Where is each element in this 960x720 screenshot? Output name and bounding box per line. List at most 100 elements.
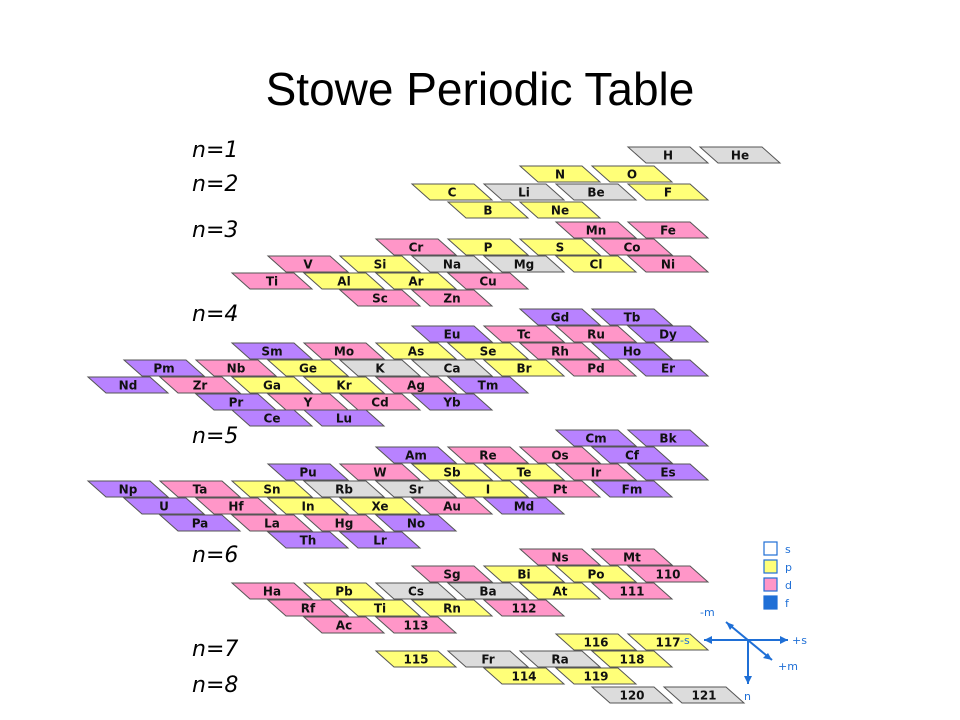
shell-label: n=5 — [192, 424, 238, 449]
element-cell: Ac — [302, 616, 386, 634]
element-cell-shape — [86, 480, 170, 498]
element-cell-shape — [230, 272, 314, 290]
element-symbol: Ne — [551, 204, 569, 218]
element-symbol: 110 — [655, 568, 680, 582]
element-symbol: Ta — [193, 483, 208, 497]
element-cell-shape — [338, 497, 422, 515]
element-symbol: Mg — [514, 258, 535, 272]
element-symbol: Zr — [193, 379, 208, 393]
element-cell: Ba — [446, 582, 530, 600]
element-cell-shape — [410, 497, 494, 515]
element-cell: Hf — [194, 497, 278, 515]
element-cell-shape — [518, 480, 602, 498]
element-cell: Pm — [122, 359, 206, 377]
element-cell: Sm — [230, 342, 314, 360]
element-cell: 118 — [590, 650, 674, 668]
element-cell: Re — [446, 446, 530, 464]
element-cell: 113 — [374, 616, 458, 634]
element-symbol: K — [375, 362, 385, 376]
element-cell: Np — [86, 480, 170, 498]
element-cell-shape — [482, 599, 566, 617]
element-cell: Ni — [626, 255, 710, 273]
element-cell: Ne — [518, 201, 602, 219]
element-cell-shape — [518, 548, 602, 566]
shell-label: n=4 — [192, 302, 238, 327]
element-cell: F — [626, 183, 710, 201]
element-cell-shape — [590, 548, 674, 566]
element-cell: Tm — [446, 376, 530, 394]
element-cell-shape — [266, 599, 350, 617]
element-cell: Tb — [590, 308, 674, 326]
element-symbol: Cr — [409, 241, 424, 255]
element-cell: Os — [518, 446, 602, 464]
element-cell-shape — [410, 359, 494, 377]
element-symbol: Co — [623, 241, 640, 255]
element-symbol: Pr — [229, 396, 244, 410]
element-cell-shape — [446, 201, 530, 219]
element-symbol: Pt — [553, 483, 568, 497]
element-cell-shape — [410, 393, 494, 411]
element-cell: Pr — [194, 393, 278, 411]
element-symbol: He — [731, 149, 749, 163]
element-cell: Ti — [230, 272, 314, 290]
element-cell: B — [446, 201, 530, 219]
element-cell: Pu — [266, 463, 350, 481]
arrow-minus-s — [704, 636, 712, 644]
element-cell-shape — [338, 289, 422, 307]
element-cell: Cl — [554, 255, 638, 273]
element-cell: Ru — [554, 325, 638, 343]
element-symbol: Be — [587, 186, 604, 200]
element-cell-shape — [338, 393, 422, 411]
axis-label-plus-s: +s — [792, 634, 807, 647]
element-symbol: Po — [587, 568, 604, 582]
element-cell: Ho — [590, 342, 674, 360]
element-cell: 114 — [482, 667, 566, 685]
element-cell-shape — [266, 255, 350, 273]
element-symbol: Sb — [443, 466, 461, 480]
element-cell: Cr — [374, 238, 458, 256]
element-symbol: Bi — [517, 568, 530, 582]
element-cell-shape — [302, 616, 386, 634]
element-cell: Cd — [338, 393, 422, 411]
element-cell: Ga — [230, 376, 314, 394]
element-cell-shape — [626, 463, 710, 481]
element-cell: 120 — [590, 686, 674, 704]
element-cell-shape — [626, 565, 710, 583]
element-cell-shape — [518, 342, 602, 360]
element-cell-shape — [302, 514, 386, 532]
element-cell: N — [518, 165, 602, 183]
element-cell: Mn — [554, 221, 638, 239]
element-cell: Yb — [410, 393, 494, 411]
element-symbol: H — [663, 149, 673, 163]
element-cell-shape — [410, 463, 494, 481]
element-symbol: Si — [374, 258, 387, 272]
element-symbol: 119 — [583, 670, 608, 684]
element-symbol: Pd — [587, 362, 604, 376]
element-symbol: Ir — [591, 466, 601, 480]
element-symbol: 112 — [511, 602, 536, 616]
element-symbol: Ar — [408, 275, 423, 289]
element-symbol: O — [627, 168, 637, 182]
element-cell: Hg — [302, 514, 386, 532]
element-cell-shape — [446, 376, 530, 394]
element-cell: Br — [482, 359, 566, 377]
element-cell-shape — [590, 686, 674, 704]
element-cell-shape — [302, 409, 386, 427]
element-cell: Ag — [374, 376, 458, 394]
element-symbol: Hf — [228, 500, 244, 514]
element-symbol: Ca — [444, 362, 461, 376]
element-cell-shape — [266, 359, 350, 377]
element-cell: Cf — [590, 446, 674, 464]
element-symbol: I — [486, 483, 490, 497]
element-cell-shape — [554, 463, 638, 481]
element-cell: W — [338, 463, 422, 481]
element-cell: Sn — [230, 480, 314, 498]
element-cell: Zn — [410, 289, 494, 307]
element-cell: Pt — [518, 480, 602, 498]
element-cell: Fm — [590, 480, 674, 498]
element-cell: No — [374, 514, 458, 532]
element-cell: 115 — [374, 650, 458, 668]
element-cell: Y — [266, 393, 350, 411]
element-symbol: 115 — [403, 653, 428, 667]
